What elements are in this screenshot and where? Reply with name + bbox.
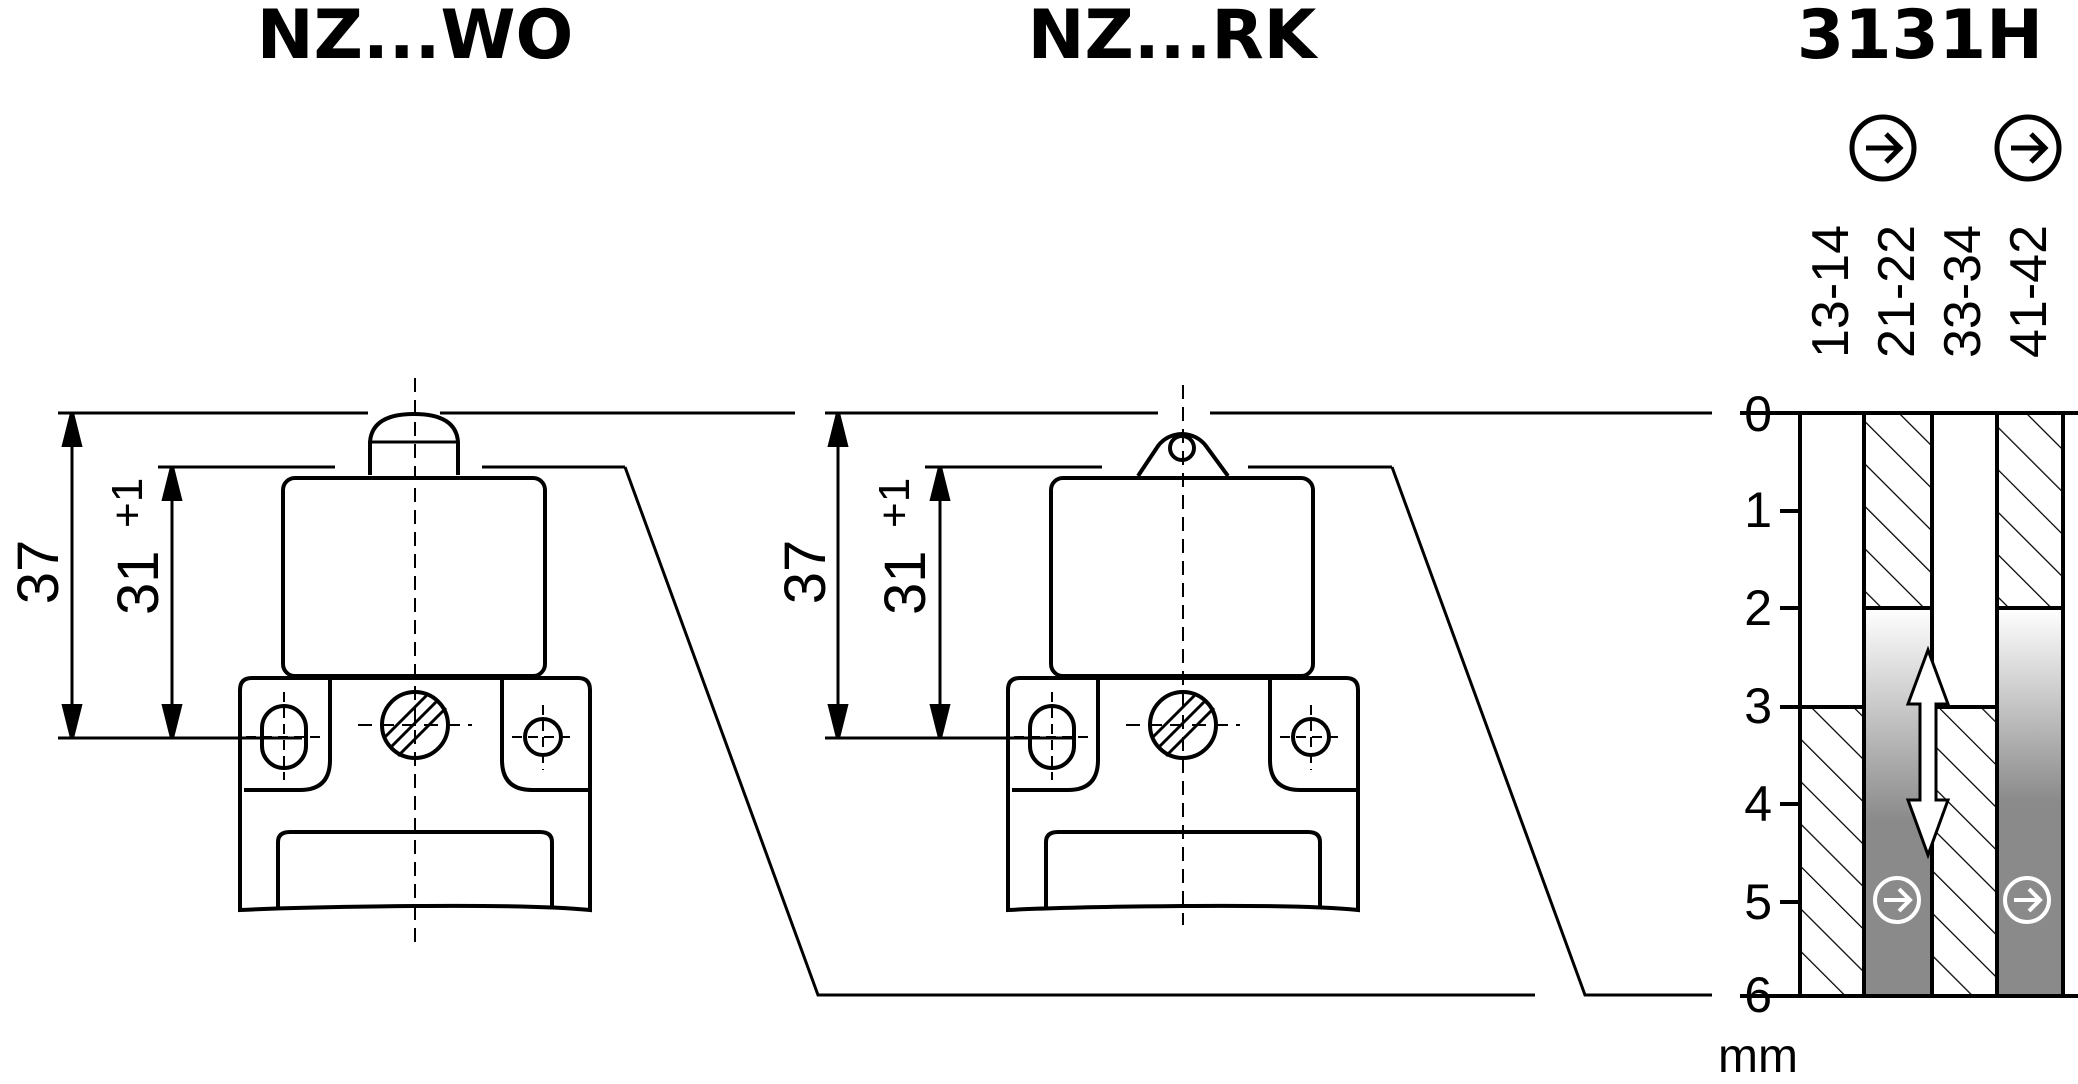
travel-chart — [1740, 411, 2078, 998]
title-nz-wo: NZ...WO — [257, 0, 574, 75]
dim-37-middle: 37 — [773, 540, 838, 605]
contact-label-33-34: 33-34 — [1934, 225, 1992, 358]
unit-label: mm — [1718, 1030, 1798, 1083]
title-3131h: 3131H — [1797, 0, 2043, 75]
dim-37-left: 37 — [6, 540, 71, 605]
scale-3: 3 — [1744, 678, 1772, 734]
contact-label-41-42: 41-42 — [2000, 225, 2058, 358]
dim-tol-middle: +1 — [870, 478, 919, 528]
scale-2: 2 — [1744, 580, 1772, 636]
direct-opening-arrow-icon — [1849, 114, 1917, 182]
dim-31-left: 31 — [106, 550, 171, 615]
scale-4: 4 — [1744, 776, 1772, 832]
direct-opening-arrow-icon — [1994, 114, 2062, 182]
direct-opening-arrow-icon — [1873, 876, 1921, 924]
contact-label-21-22: 21-22 — [1868, 225, 1926, 358]
dim-31-middle: 31 — [873, 550, 938, 615]
scale-5: 5 — [1744, 874, 1772, 930]
direct-opening-arrow-icon — [2003, 876, 2051, 924]
scale-1: 1 — [1744, 482, 1772, 538]
contact-label-13-14: 13-14 — [1802, 225, 1860, 358]
switch-nz-wo — [58, 378, 1535, 997]
switch-nz-rk — [825, 385, 1712, 997]
double-arrow-icon — [1905, 645, 1951, 860]
title-nz-rk: NZ...RK — [1028, 0, 1319, 75]
dim-tol-left: +1 — [103, 478, 152, 528]
